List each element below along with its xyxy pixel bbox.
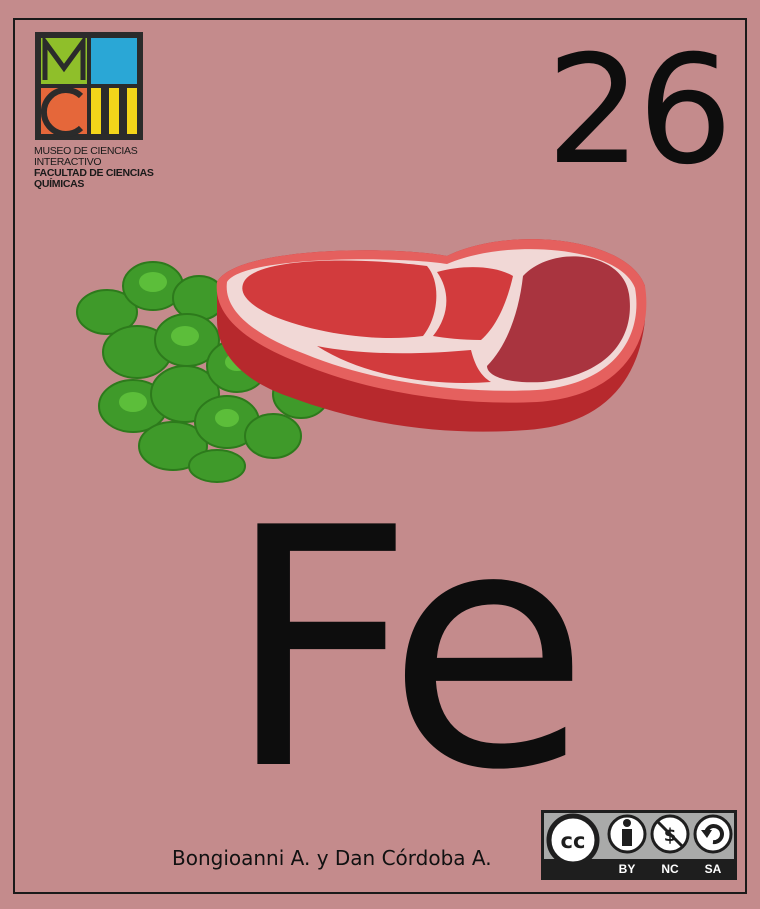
- cc-label-nc: NC: [661, 862, 679, 876]
- logo-line-2: INTERACTIVO: [34, 156, 102, 168]
- logo-line-3: FACULTAD DE CIENCIAS: [34, 167, 154, 179]
- cc-label-sa: SA: [705, 862, 722, 876]
- author-credit: Bongioanni A. y Dan Córdoba A.: [172, 846, 492, 870]
- meat-steak-icon: [76, 239, 647, 483]
- creative-commons-by-nc-sa-icon: cc $ BY NC SA: [541, 810, 737, 880]
- svg-text:cc: cc: [561, 829, 586, 853]
- museum-logo-text: MUSEO DE CIENCIAS INTERACTIVO FACULTAD D…: [34, 146, 154, 190]
- element-card: MUSEO DE CIENCIAS INTERACTIVO FACULTAD D…: [13, 18, 747, 894]
- cc-label-by: BY: [619, 862, 636, 876]
- element-symbol: Fe: [225, 458, 590, 842]
- logo-line-4: QUÍMICAS: [34, 178, 85, 190]
- museum-logo-icon: [35, 32, 143, 140]
- logo-line-1: MUSEO DE CIENCIAS: [34, 145, 138, 157]
- atomic-number: 26: [546, 24, 733, 198]
